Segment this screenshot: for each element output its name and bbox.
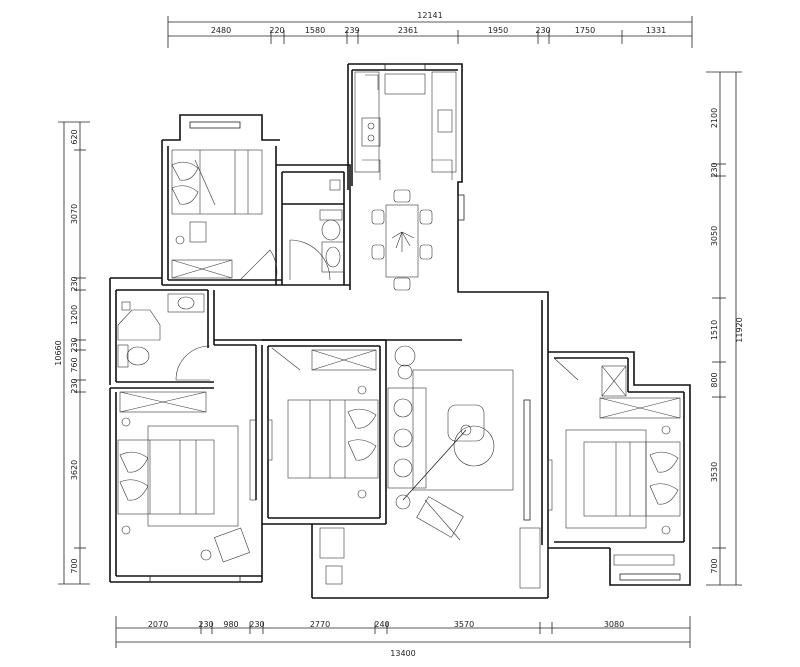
stove-icon — [361, 117, 381, 147]
top-seg-7: 230 — [535, 26, 550, 35]
left-seg-9: 700 — [70, 558, 79, 573]
right-seg-6: 3530 — [710, 462, 719, 482]
bottom-seg-6: 240 — [374, 620, 389, 629]
right-seg-2: 230 — [710, 162, 719, 177]
bottom-seg-1: 2070 — [148, 620, 168, 629]
left-seg-5: 230 — [70, 337, 79, 352]
bed-icon-right — [583, 441, 681, 517]
right-total-label: 11920 — [735, 317, 744, 342]
right-seg-7: 700 — [710, 558, 719, 573]
left-seg-4: 1200 — [70, 305, 79, 325]
top-dimensions: 12141 2480 220 1580 239 2361 1950 230 17… — [167, 11, 693, 48]
sofa-icon — [387, 387, 427, 489]
toilet-icon — [319, 209, 343, 221]
left-bathroom — [117, 293, 211, 381]
left-dimensions: 10660 620 3070 230 1200 230 760 230 3620… — [54, 121, 90, 585]
bottom-seg-2: 230 — [198, 620, 213, 629]
left-seg-7: 230 — [70, 378, 79, 393]
left-seg-3: 230 — [70, 276, 79, 291]
bottom-seg-3: 980 — [223, 620, 238, 629]
right-seg-5: 800 — [710, 372, 719, 387]
bottom-seg-7: 3570 — [454, 620, 474, 629]
bottom-dimensions: 2070 230 980 230 2770 240 3570 3080 1340… — [115, 616, 691, 658]
living-room — [387, 345, 514, 541]
balcony — [319, 527, 541, 589]
right-dimensions: 11920 2100 230 3050 1510 800 3530 700 — [706, 71, 744, 586]
walls — [109, 63, 691, 599]
top-seg-2: 220 — [269, 26, 284, 35]
bedroom-right — [547, 357, 681, 566]
top-total-label: 12141 — [417, 11, 442, 20]
top-seg-6: 1950 — [488, 26, 508, 35]
dining-table — [371, 189, 433, 291]
top-seg-4: 239 — [344, 26, 359, 35]
right-seg-1: 2100 — [710, 108, 719, 128]
bottom-seg-8: 3080 — [604, 620, 624, 629]
bed-icon-left — [117, 439, 215, 515]
left-seg-6: 760 — [70, 357, 79, 372]
bedroom-middle — [267, 347, 379, 499]
bedroom-bottom-left — [117, 391, 257, 563]
top-seg-5: 2361 — [398, 26, 418, 35]
left-seg-8: 3620 — [70, 460, 79, 480]
top-bathroom — [289, 179, 345, 281]
top-seg-1: 2480 — [211, 26, 231, 35]
plant-icon — [391, 231, 415, 252]
top-seg-9: 1331 — [646, 26, 666, 35]
top-seg-3: 1580 — [305, 26, 325, 35]
left-total-label: 10660 — [54, 340, 63, 365]
left-seg-2: 3070 — [70, 204, 79, 224]
bed-icon-middle — [287, 399, 379, 479]
bottom-seg-5: 2770 — [310, 620, 330, 629]
left-seg-1: 620 — [70, 129, 79, 144]
coffee-table — [447, 404, 485, 442]
left-toilet-icon — [117, 344, 129, 368]
armchair-icon — [416, 496, 464, 538]
windows — [149, 63, 681, 583]
bottom-seg-4: 230 — [249, 620, 264, 629]
bedroom-top-left — [171, 149, 278, 281]
right-seg-3: 3050 — [710, 226, 719, 246]
top-seg-8: 1750 — [575, 26, 595, 35]
right-seg-4: 1510 — [710, 320, 719, 340]
bottom-total-label: 13400 — [390, 649, 415, 658]
bed-icon — [171, 149, 263, 215]
kitchen — [354, 71, 457, 180]
